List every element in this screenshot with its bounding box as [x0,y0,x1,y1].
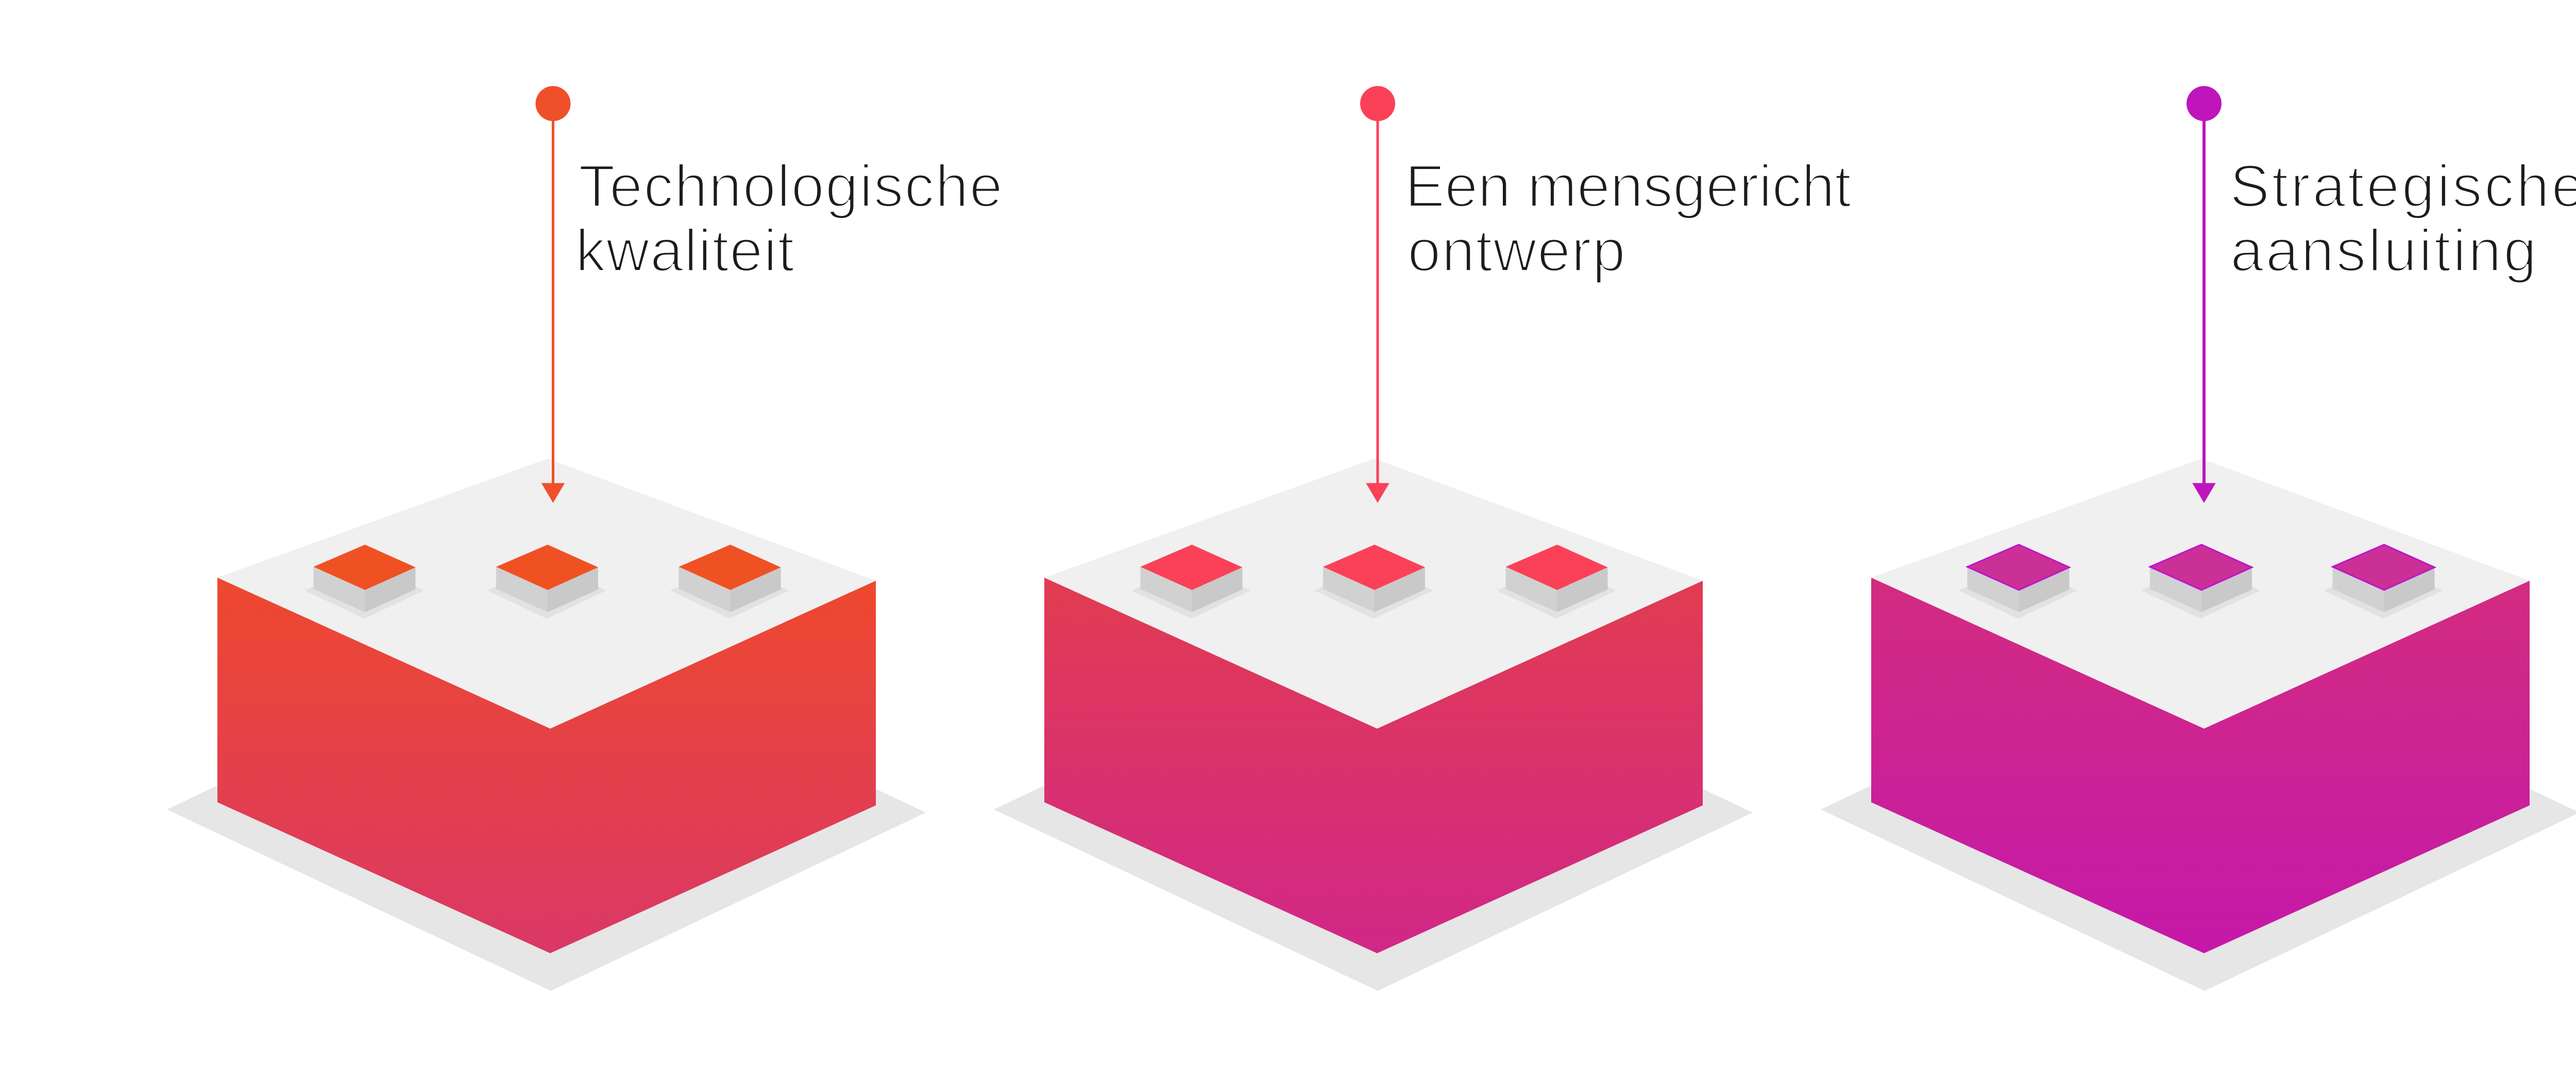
svg-text:ontwerp: ontwerp [1408,217,1626,284]
svg-text:Een mensgericht: Een mensgericht [1405,153,1851,220]
svg-text:kwaliteit: kwaliteit [575,217,795,284]
svg-text:Strategische: Strategische [2230,153,2576,220]
svg-text:aansluiting: aansluiting [2230,217,2539,284]
svg-text:Technologische: Technologische [579,153,1004,220]
